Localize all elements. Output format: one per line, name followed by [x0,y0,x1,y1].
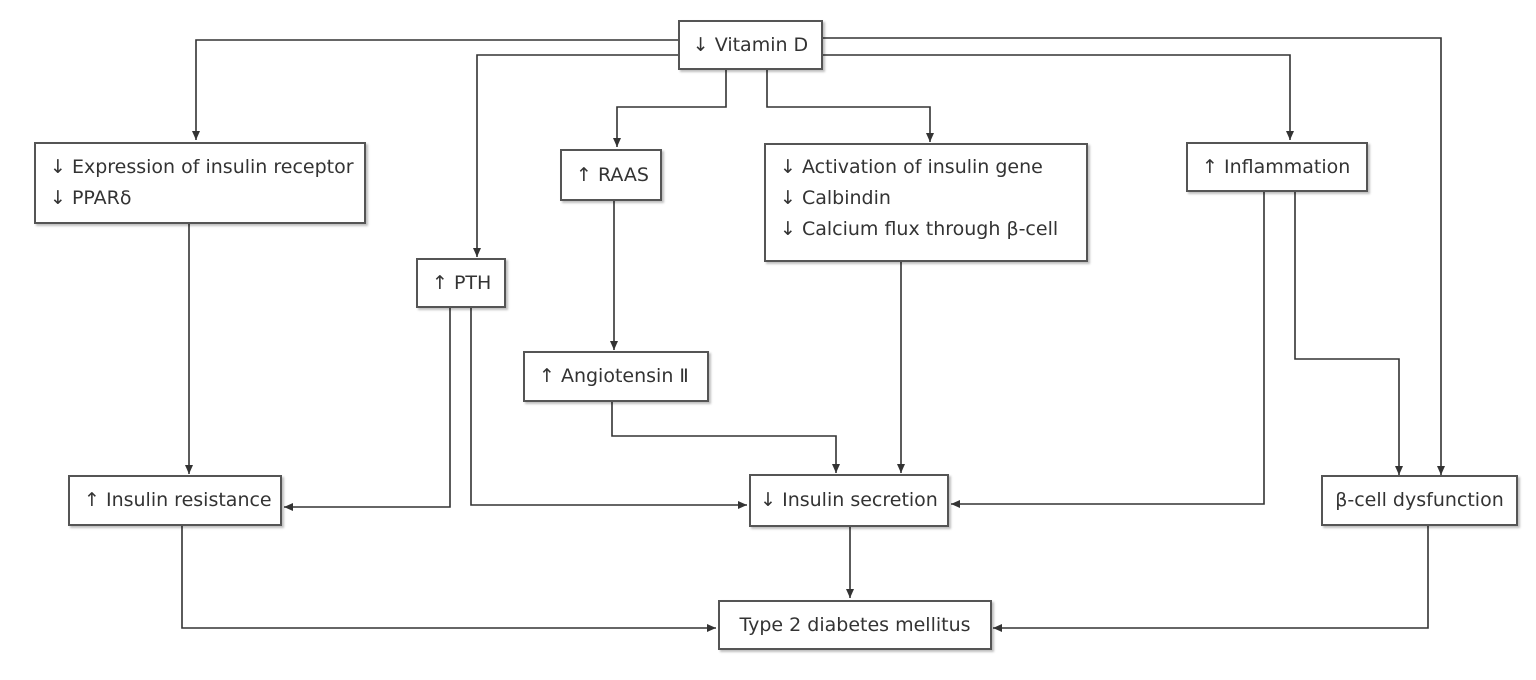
insulin-receptor-line-1: ↓ Expression of insulin receptor [50,156,354,178]
angiotensin-box: ↑ Angiotensin Ⅱ [523,351,709,402]
arrow-vitd-to-inflammation [823,54,1294,140]
arrow-inflammation-to-betacell [1294,192,1403,475]
arrow-angiotensin-to-secretion [611,402,840,473]
pth-box: ↑ PTH [416,258,506,308]
vitamin-d-box: ↓ Vitamin D [678,20,823,70]
t2dm-label: Type 2 diabetes mellitus [739,613,971,636]
calcium-flux-line: ↓ Calcium flux through β-cell [780,218,1059,240]
insulin-resistance-box: ↑ Insulin resistance [68,475,282,526]
beta-cell-dysfunction-box: β-cell dysfunction [1321,475,1518,526]
insulin-receptor-box: ↓ Expression of insulin receptor ↓ PPARδ [34,142,366,224]
arrow-pth-to-resistance [284,308,451,511]
arrow-vitd-to-betacell [823,37,1445,475]
insulin-gene-box: ↓ Activation of insulin gene ↓ Calbindin… [764,143,1088,262]
arrow-vitd-to-raas [613,70,727,147]
insulin-secretion-label: ↓ Insulin secretion [760,489,938,511]
arrow-vitd-to-receptor [192,39,678,140]
pth-label: ↑ PTH [432,271,492,294]
calbindin-line: ↓ Calbindin [780,187,891,209]
inflammation-box: ↑ Inflammation [1186,142,1368,192]
t2dm-box: Type 2 diabetes mellitus [718,600,992,650]
beta-cell-dysfunction-label: β-cell dysfunction [1335,489,1504,511]
arrow-betacell-to-t2dm [993,526,1429,632]
arrow-resistance-to-t2dm [181,526,716,632]
ppar-line: ↓ PPARδ [50,187,132,209]
arrow-inflammation-to-secretion [951,192,1265,508]
vitamin-d-label: ↓ Vitamin D [692,33,809,56]
arrow-vitd-to-insulin-gene [766,70,934,142]
insulin-secretion-box: ↓ Insulin secretion [749,474,949,527]
arrow-vitd-to-pth [473,54,678,257]
arrow-pth-to-secretion [470,308,747,509]
raas-label: ↑ RAAS [576,163,649,186]
raas-box: ↑ RAAS [560,149,662,201]
angiotensin-label: ↑ Angiotensin Ⅱ [539,365,689,387]
insulin-gene-line-1: ↓ Activation of insulin gene [780,156,1043,178]
insulin-resistance-label: ↑ Insulin resistance [84,489,272,511]
inflammation-label: ↑ Inflammation [1202,155,1351,178]
